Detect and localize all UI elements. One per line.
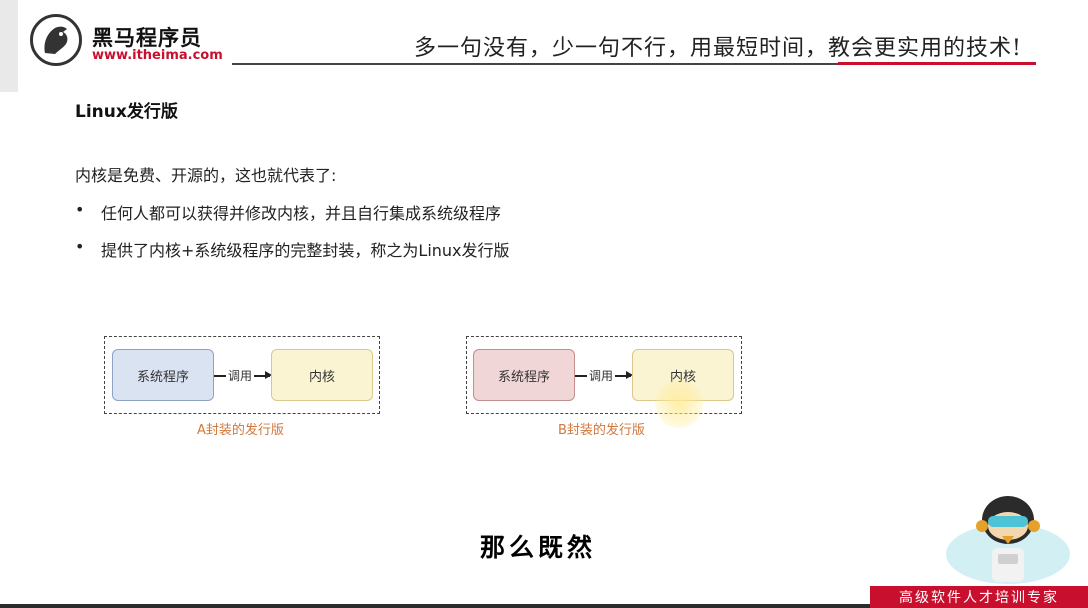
video-subtitle: 那么既然: [480, 533, 597, 562]
horse-head-icon: [30, 14, 82, 66]
bullet-dot: •: [75, 200, 85, 219]
system-program-box: 系统程序: [473, 349, 575, 401]
bullet-item: • 任何人都可以获得并修改内核，并且自行集成系统级程序: [75, 200, 501, 224]
system-program-box: 系统程序: [112, 349, 214, 401]
call-label: 调用: [226, 367, 255, 384]
slogan: 多一句没有，少一句不行，用最短时间，教会更实用的技术!: [414, 36, 1022, 61]
mascot-icon: [944, 482, 1072, 592]
bullet-item: • 提供了内核+系统级程序的完整封装，称之为Linux发行版: [75, 237, 510, 261]
bullet-text: 任何人都可以获得并修改内核，并且自行集成系统级程序: [101, 204, 502, 223]
footer-tagline: 高级软件人才培训专家: [870, 586, 1088, 608]
slide-title: Linux发行版: [75, 102, 178, 122]
bullet-dot: •: [75, 237, 85, 256]
header-divider-accent: [838, 62, 1036, 65]
diagram-caption: A封装的发行版: [197, 423, 284, 438]
bottom-divider: [0, 604, 870, 608]
cursor-highlight: [655, 380, 703, 428]
brand-url: www.itheima.com: [92, 48, 223, 63]
diagram-frame: [104, 336, 380, 414]
kernel-box: 内核: [271, 349, 373, 401]
brand-name: 黑马程序员: [92, 26, 202, 50]
intro-text: 内核是免费、开源的，这也就代表了:: [75, 166, 337, 185]
left-edge-strip: [0, 0, 18, 92]
header-divider: [232, 63, 838, 65]
diagram-caption: B封装的发行版: [558, 423, 645, 438]
diagram-frame: [466, 336, 742, 414]
call-label: 调用: [587, 367, 616, 384]
bullet-text: 提供了内核+系统级程序的完整封装，称之为Linux发行版: [101, 241, 510, 260]
